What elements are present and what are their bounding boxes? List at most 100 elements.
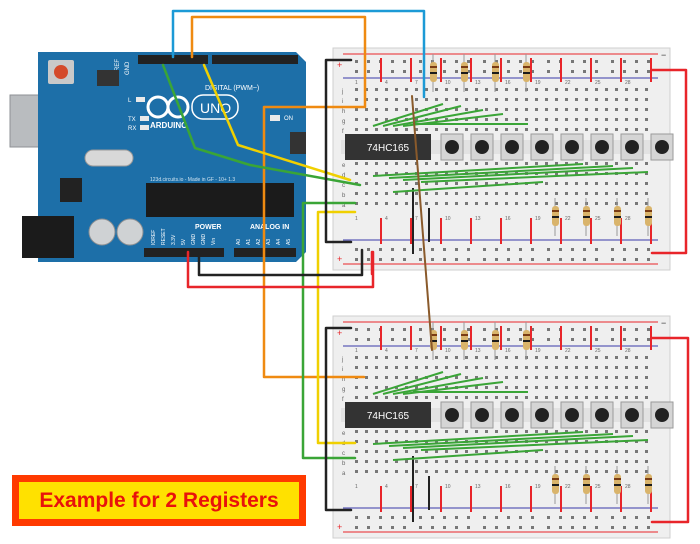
breadboard-hole [535,182,538,185]
breadboard-hole [465,366,468,369]
push-button-cap [655,140,669,154]
breadboard-hole [445,450,448,453]
breadboard-hole [555,172,558,175]
resistor-band [461,72,468,74]
breadboard-hole [585,366,588,369]
breadboard-hole [615,108,618,111]
breadboard-hole [505,356,508,359]
breadboard-hole [645,356,648,359]
analog-pin-label: A0 [236,239,242,245]
breadboard-hole [365,440,368,443]
rail-hole [443,60,446,63]
green-jumper [420,439,649,451]
rail-hole [583,338,586,341]
breadboard-hole [475,366,478,369]
breadboard-hole [615,356,618,359]
breadboard-hole [465,376,468,379]
breadboard-hole [535,118,538,121]
column-number: 10 [445,216,451,222]
rail-hole [495,60,498,63]
breadboard-hole [595,118,598,121]
breadboard-hole [375,192,378,195]
rail-hole [519,60,522,63]
breadboard-hole [645,386,648,389]
column-number: 7 [415,216,418,222]
breadboard-hole [595,88,598,91]
breadboard-hole [535,162,538,165]
resistor-band [614,484,621,486]
rail-hole [379,258,382,261]
uno-logo-box [191,94,239,120]
breadboard-hole [595,98,598,101]
breadboard-hole [475,128,478,131]
breadboard-hole [415,182,418,185]
rail-hole [559,258,562,261]
breadboard-hole [385,430,388,433]
rail-hole [443,248,446,251]
breadboard-hole [535,108,538,111]
breadboard-hole [365,430,368,433]
breadboard-hole [545,470,548,473]
breadboard-hole [435,356,438,359]
breadboard-hole [355,396,358,399]
breadboard-hole [385,172,388,175]
breadboard-hole [495,98,498,101]
push-button-cap [535,140,549,154]
rail-hole [595,60,598,63]
breadboard-hole [445,172,448,175]
breadboard-hole [395,172,398,175]
rail-hole [635,248,638,251]
rail-hole [455,258,458,261]
rail-hole [519,526,522,529]
breadboard-hole [555,460,558,463]
breadboard-hole [555,396,558,399]
breadboard-hole [355,108,358,111]
rail-hole [571,70,574,73]
reset-button-cap [54,65,68,79]
breadboard-hole [425,162,428,165]
resistor-band [492,334,499,336]
breadboard-hole [465,118,468,121]
rail-hole [611,248,614,251]
breadboard-hole [375,118,378,121]
resistor-band [583,216,590,218]
rail-hole [495,248,498,251]
rail-hole [531,258,534,261]
breadboard-hole [425,470,428,473]
breadboard-hole [585,118,588,121]
rail-hole [419,328,422,331]
breadboard-hole [405,366,408,369]
breadboard-hole [535,470,538,473]
resistor-band [492,340,499,342]
breadboard-hole [365,376,368,379]
icsp-header-top [97,70,119,86]
tx-label: TX [128,117,136,123]
breadboard-hole [625,470,628,473]
breadboard-hole [485,118,488,121]
breadboard-hole [385,450,388,453]
breadboard-hole [435,430,438,433]
breadboard-hole [385,366,388,369]
resistor-band [645,478,652,480]
breadboard-hole [505,376,508,379]
breadboard-hole [445,88,448,91]
rail-hole [483,60,486,63]
breadboard-hole [555,202,558,205]
breadboard-hole [585,88,588,91]
breadboard-hole [635,356,638,359]
rail-hole [419,516,422,519]
breadboard-hole [595,386,598,389]
breadboard-hole [535,192,538,195]
breadboard-hole [635,450,638,453]
crystal [84,149,134,167]
breadboard-hole [645,396,648,399]
analog-pin-label: A5 [286,239,292,245]
column-number: 25 [595,484,601,490]
push-button-cap [445,140,459,154]
column-number: 19 [535,80,541,86]
column-number: 10 [445,348,451,354]
breadboard-hole [545,386,548,389]
breadboard-hole [635,162,638,165]
breadboard-hole [455,470,458,473]
green-jumper [388,433,614,447]
